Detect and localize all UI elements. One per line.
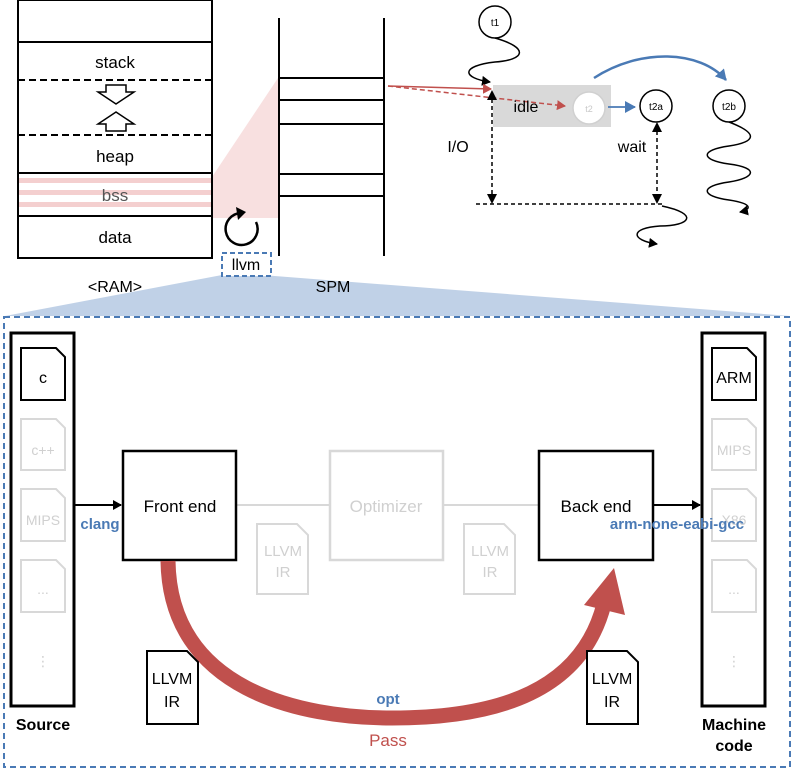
machine-label-line1: Machine (702, 717, 766, 734)
spm-label: SPM (316, 279, 351, 296)
t2b-squiggle (706, 121, 752, 216)
llvm-ir-line: IR (276, 564, 291, 581)
t2-to-t2b-arc (593, 55, 727, 81)
target-file-more: ... (711, 559, 757, 613)
llvm-ir-line: IR (604, 694, 620, 711)
target-file-x86: X86 (711, 488, 757, 542)
bss-zoom-wedge (212, 78, 278, 218)
bss-stripe (19, 202, 211, 207)
pass-arrowhead (584, 568, 625, 615)
source-file-label: c (39, 370, 47, 387)
t2a-squiggle (636, 205, 688, 248)
back-end-label: Back end (561, 497, 632, 516)
thread-t1-label: t1 (491, 18, 500, 29)
llvm-ir-line: LLVM (592, 671, 633, 688)
llvm-label: llvm (232, 257, 260, 274)
ram-bss-label: bss (102, 186, 128, 205)
back-end-box (537, 449, 655, 562)
thread-t2a-label: t2a (649, 102, 663, 113)
target-file-arm: ARM (711, 347, 757, 401)
io-label: I/O (447, 139, 468, 156)
pass-arc (160, 560, 612, 726)
bss-stripe (19, 178, 211, 183)
spm-block (278, 18, 385, 256)
front-end-box (121, 449, 238, 562)
target-file-label: X86 (722, 512, 747, 528)
llvm-ir-line: LLVM (471, 543, 509, 560)
clang-label: clang (80, 516, 119, 533)
spm-to-thread-arrow (387, 83, 492, 94)
target-file-mips: MIPS (711, 418, 757, 471)
machine-label-line2: code (715, 738, 752, 755)
loop-arrow-head (236, 207, 246, 220)
source-file-label: MIPS (26, 512, 60, 528)
llvm-ir-doc-faded-2: LLVM IR (463, 523, 516, 595)
wait-label: wait (617, 139, 647, 156)
optimizer-label: Optimizer (350, 497, 423, 516)
target-file-label: ... (728, 581, 740, 597)
up-arrow-icon (95, 111, 137, 132)
source-file-label: c++ (31, 442, 54, 458)
ram-block: stack heap bss data (17, 0, 213, 259)
thread-timeline: t1 idle t2 t2a t2b I/O wait (387, 5, 752, 248)
llvm-ir-line: LLVM (152, 671, 193, 688)
source-vdots: ⋮ (36, 653, 50, 669)
front-end-label: Front end (144, 497, 217, 516)
thread-t2-node (572, 91, 606, 125)
thread-t2-label: t2 (585, 104, 593, 114)
spm-to-t2-arrow (387, 85, 566, 111)
source-file-cpp: c++ (20, 418, 66, 471)
bss-stripe (19, 190, 211, 195)
source-file-label: ... (37, 581, 49, 597)
source-label: Source (16, 717, 70, 734)
source-file-c: c (20, 347, 66, 401)
ram-data-label: data (98, 228, 132, 247)
source-file-mips: MIPS (20, 488, 66, 542)
opt-label: opt (376, 691, 399, 708)
gcc-label: arm-none-eabi-gcc (610, 516, 744, 533)
idle-label: idle (514, 99, 539, 116)
thread-t2b-label: t2b (722, 102, 736, 113)
pass-label: Pass (369, 731, 407, 750)
optimizer-box (328, 449, 445, 562)
source-file-more: ... (20, 559, 66, 613)
llvm-ir-doc-right: LLVM IR (586, 650, 639, 725)
ram-stack-label: stack (95, 53, 135, 72)
llvm-ir-doc-left: LLVM IR (146, 650, 199, 725)
t1-squiggle (468, 37, 521, 86)
loop-arrow-icon (224, 211, 259, 247)
target-file-label: ARM (716, 370, 752, 387)
spm-zoom-fan (5, 275, 790, 316)
down-arrow-icon (95, 84, 137, 105)
target-file-label: MIPS (717, 442, 751, 458)
llvm-ir-line: IR (164, 694, 180, 711)
ram-label: <RAM> (88, 279, 142, 296)
llvm-ir-line: LLVM (264, 543, 302, 560)
llvm-box (221, 252, 272, 277)
llvm-ir-line: IR (483, 564, 498, 581)
ram-heap-label: heap (96, 147, 134, 166)
thread-t2a-node (639, 89, 673, 123)
llvm-ir-doc-faded-1: LLVM IR (256, 523, 309, 595)
target-vdots: ⋮ (727, 653, 741, 669)
